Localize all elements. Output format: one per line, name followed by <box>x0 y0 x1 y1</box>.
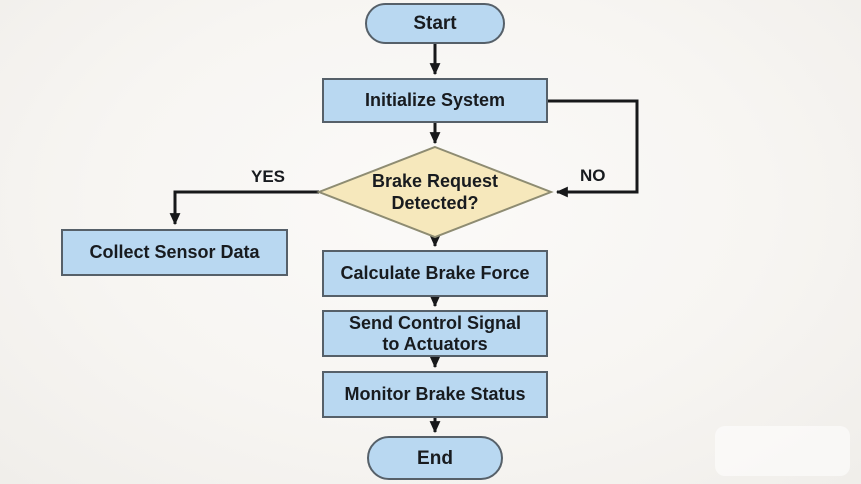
node-end-label: End <box>417 447 453 469</box>
node-send-control-signal-line2: to Actuators <box>382 333 488 354</box>
node-end: End <box>367 436 503 480</box>
node-calculate-brake-force: Calculate Brake Force <box>322 250 548 297</box>
node-monitor-brake-status-label: Monitor Brake Status <box>344 384 526 404</box>
node-calculate-brake-force-label: Calculate Brake Force <box>340 263 530 283</box>
edge-label-yes: YES <box>251 167 286 186</box>
node-monitor-brake-status: Monitor Brake Status <box>322 371 548 418</box>
node-send-control-signal: Send Control Signal to Actuators <box>322 310 548 357</box>
edge-no-loop <box>548 99 639 198</box>
decision-diamond-shape <box>316 145 554 239</box>
node-initialize-system: Initialize System <box>322 78 548 123</box>
edge-yes-branch <box>169 190 319 226</box>
node-start: Start <box>365 3 505 44</box>
decision-label-line1: Brake Request <box>371 171 499 191</box>
decision-label-line2: Detected? <box>391 193 479 213</box>
watermark <box>715 426 850 476</box>
edge-label-no: NO <box>580 166 606 185</box>
node-send-control-signal-line1: Send Control Signal <box>348 312 521 333</box>
node-collect-sensor-data-label: Collect Sensor Data <box>89 242 260 262</box>
node-collect-sensor-data: Collect Sensor Data <box>61 229 288 276</box>
node-brake-request-decision: Brake Request Detected? <box>335 168 535 216</box>
node-start-label: Start <box>413 13 457 34</box>
node-initialize-system-label: Initialize System <box>364 90 506 110</box>
